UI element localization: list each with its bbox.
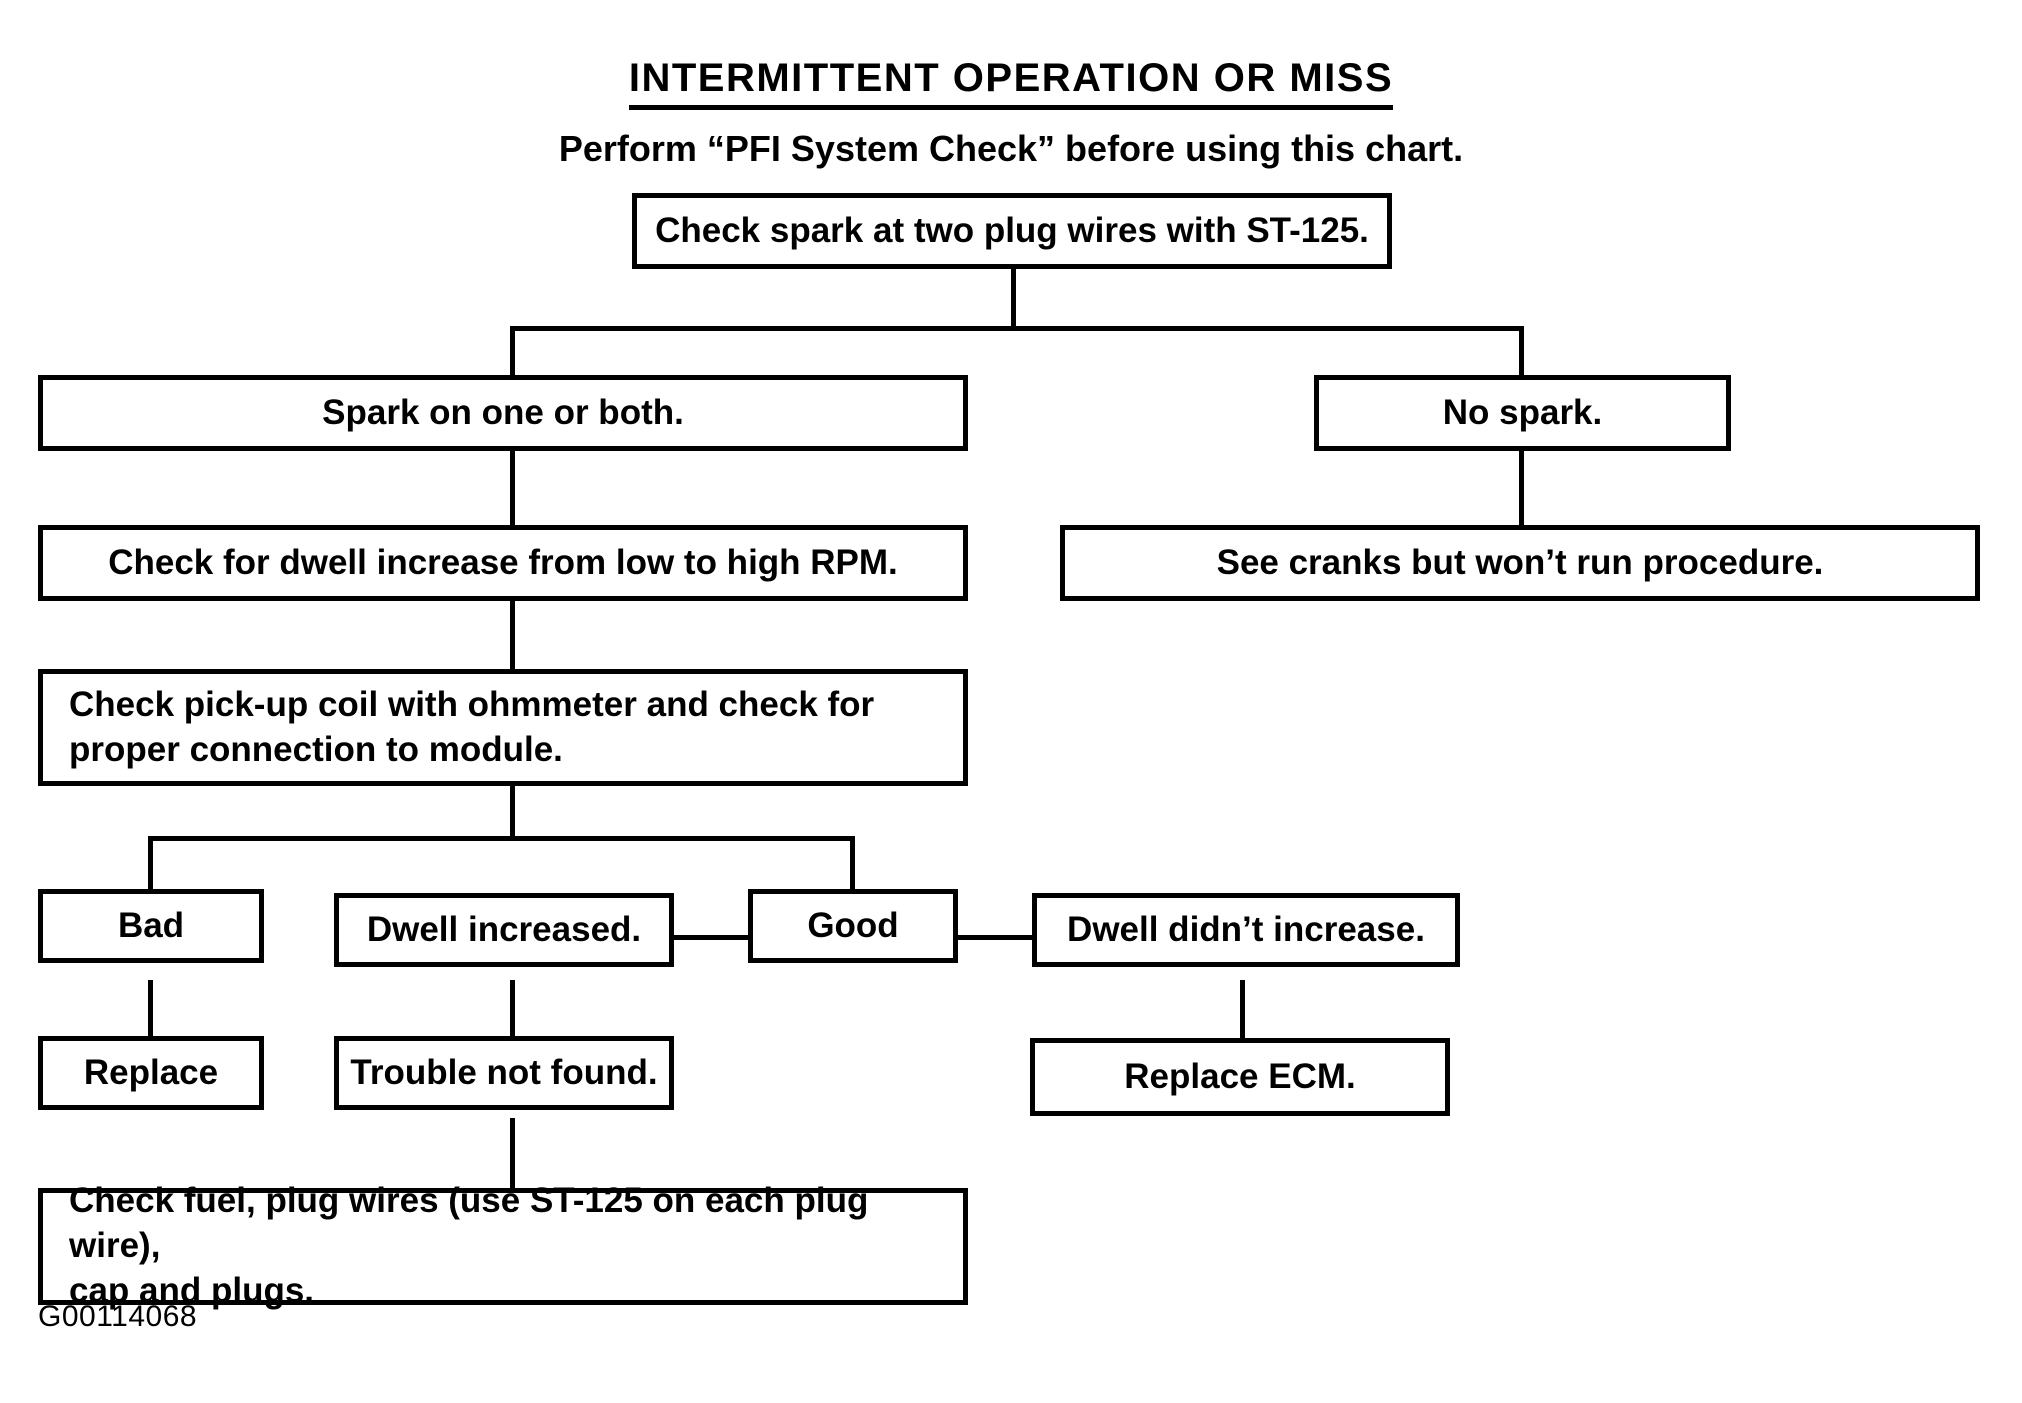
connector-no-spark-to-cranks [1519, 450, 1524, 528]
box-check-fuel-line2: cap and plugs. [69, 1270, 315, 1310]
connector-check-dwell-to-pickup-coil [510, 600, 515, 672]
box-trouble-not-found-label: Trouble not found. [350, 1052, 658, 1092]
connector-pickup-coil-down [510, 785, 515, 840]
box-good-label: Good [807, 905, 899, 945]
box-check-fuel[interactable]: Check fuel, plug wires (use ST-125 on ea… [38, 1181, 968, 1310]
box-check-fuel-line1: Check fuel, plug wires (use ST-125 on ea… [69, 1181, 869, 1266]
figure-reference-code: G00114068 [38, 1300, 198, 1333]
box-check-pickup-coil-text: Check pick-up coil with ohmmeter and che… [69, 683, 874, 773]
box-dwell-increased[interactable]: Dwell increased. [334, 893, 674, 967]
box-check-fuel-text: Check fuel, plug wires (use ST-125 on ea… [69, 1179, 963, 1313]
page-subtitle: Perform “PFI System Check” before using … [558, 128, 1464, 169]
connector-dwell-increased-to-good [672, 935, 750, 940]
connector-good-to-dwell-didnt-increase [955, 935, 1035, 940]
box-check-spark[interactable]: Check spark at two plug wires with ST-12… [632, 193, 1392, 269]
box-check-spark-label: Check spark at two plug wires with ST-12… [655, 210, 1369, 250]
box-check-dwell-increase[interactable]: Check for dwell increase from low to hig… [38, 525, 968, 601]
box-dwell-didnt-increase-label: Dwell didn’t increase. [1067, 909, 1425, 949]
connector-bus-to-bad [148, 836, 153, 891]
box-check-pickup-coil-line2: proper connection to module. [69, 729, 563, 769]
connector-dwell-didnt-increase-to-replace-ecm [1240, 980, 1245, 1038]
box-cranks-but-wont-run[interactable]: See cranks but won’t run procedure. [1060, 525, 1980, 601]
page-title: INTERMITTENT OPERATION OR MISS [0, 56, 2022, 110]
connector-spark-to-check-dwell [510, 450, 515, 528]
connector-bus-to-good [850, 836, 855, 891]
connector-bad-to-replace [148, 980, 153, 1040]
box-replace[interactable]: Replace [38, 1036, 264, 1110]
connector-bus-to-spark-one-or-both [510, 326, 515, 378]
box-bad-label: Bad [117, 905, 185, 945]
box-replace-label: Replace [83, 1052, 219, 1092]
box-check-dwell-increase-label: Check for dwell increase from low to hig… [108, 542, 898, 582]
box-check-pickup-coil[interactable]: Check pick-up coil with ohmmeter and che… [38, 669, 968, 786]
box-bad[interactable]: Bad [38, 889, 264, 963]
connector-dwell-increased-to-trouble-not-found [510, 980, 515, 1040]
box-trouble-not-found[interactable]: Trouble not found. [334, 1036, 674, 1110]
page-title-text: INTERMITTENT OPERATION OR MISS [628, 56, 1394, 110]
box-spark-on-one-or-both-label: Spark on one or both. [322, 392, 684, 432]
box-cranks-but-wont-run-label: See cranks but won’t run procedure. [1216, 542, 1824, 582]
box-dwell-increased-label: Dwell increased. [366, 909, 642, 949]
box-good[interactable]: Good [748, 889, 958, 963]
connector-check-spark-down [1011, 267, 1016, 329]
box-replace-ecm[interactable]: Replace ECM. [1030, 1038, 1450, 1116]
box-spark-on-one-or-both[interactable]: Spark on one or both. [38, 375, 968, 451]
box-no-spark-label: No spark. [1442, 392, 1603, 432]
box-replace-ecm-label: Replace ECM. [1124, 1056, 1356, 1096]
box-no-spark[interactable]: No spark. [1314, 375, 1731, 451]
connector-lower-bus [148, 836, 855, 841]
connector-bus-to-no-spark [1519, 326, 1524, 378]
box-dwell-didnt-increase[interactable]: Dwell didn’t increase. [1032, 893, 1460, 967]
connector-trouble-not-found-to-check-fuel [510, 1118, 515, 1190]
box-check-pickup-coil-line1: Check pick-up coil with ohmmeter and che… [69, 684, 875, 724]
connector-top-bus [510, 326, 1524, 331]
